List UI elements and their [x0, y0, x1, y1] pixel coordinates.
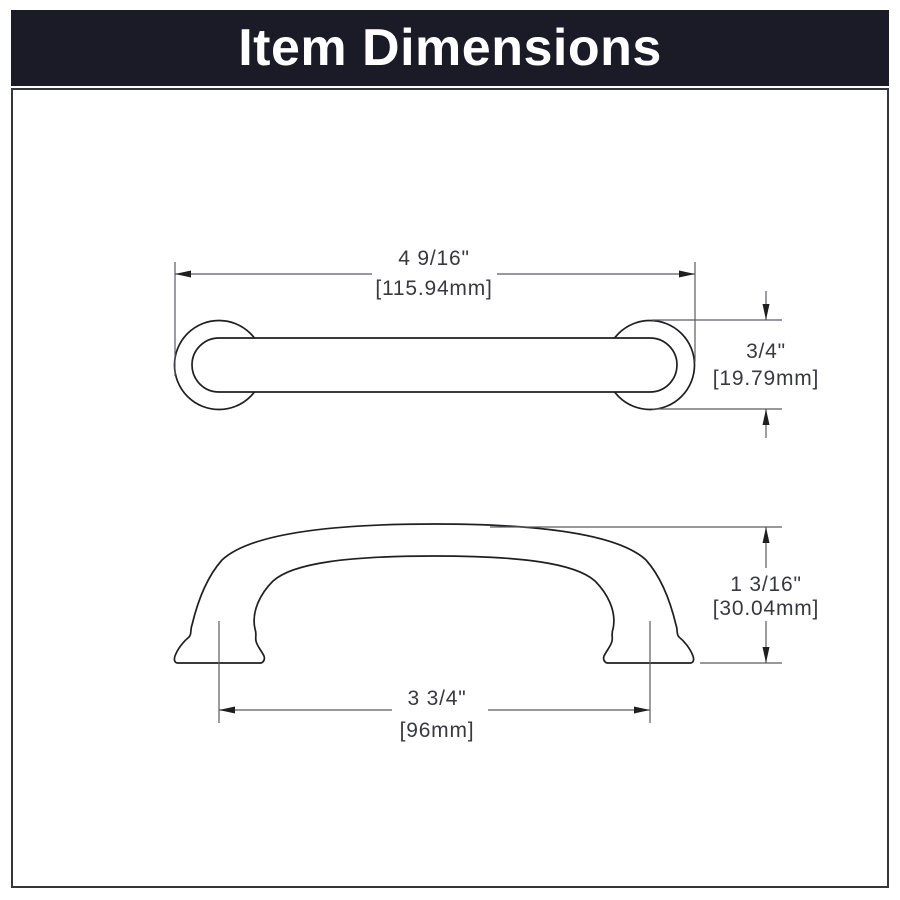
dim-end-diameter: 3/4" [19.79mm] [652, 291, 819, 438]
dim-center-to-center-inches: 3 3/4" [408, 687, 467, 710]
front-view-drawing [173, 523, 695, 664]
arrow-right-icon [679, 270, 695, 278]
dim-height: 1 3/16" [30.04mm] [490, 526, 819, 664]
dim-overall-length-inches: 4 9/16" [398, 247, 469, 270]
arrow-right-icon [634, 706, 650, 714]
page-title: Item Dimensions [238, 19, 662, 77]
arrow-down-icon [762, 647, 770, 663]
arrow-up-icon [762, 527, 770, 543]
handle-bar-top-view [191, 337, 678, 393]
dim-overall-length: 4 9/16" [115.94mm] [174, 247, 696, 376]
drawing-frame [11, 88, 889, 888]
arrow-down-icon [762, 304, 770, 320]
dim-end-diameter-mm: [19.79mm] [713, 367, 819, 390]
arrow-up-icon [762, 409, 770, 425]
dim-end-diameter-inches: 3/4" [746, 340, 786, 363]
dim-center-to-center-mm: [96mm] [400, 719, 475, 742]
dim-height-inches: 1 3/16" [730, 573, 801, 596]
arrow-left-icon [175, 270, 191, 278]
dim-height-mm: [30.04mm] [713, 597, 819, 620]
top-view-drawing [173, 319, 696, 411]
dim-overall-length-mm: [115.94mm] [375, 277, 492, 300]
dim-center-to-center: 3 3/4" [96mm] [218, 621, 651, 742]
handle-front-view [173, 523, 695, 664]
header-banner: Item Dimensions [11, 10, 889, 86]
arrow-left-icon [219, 706, 235, 714]
